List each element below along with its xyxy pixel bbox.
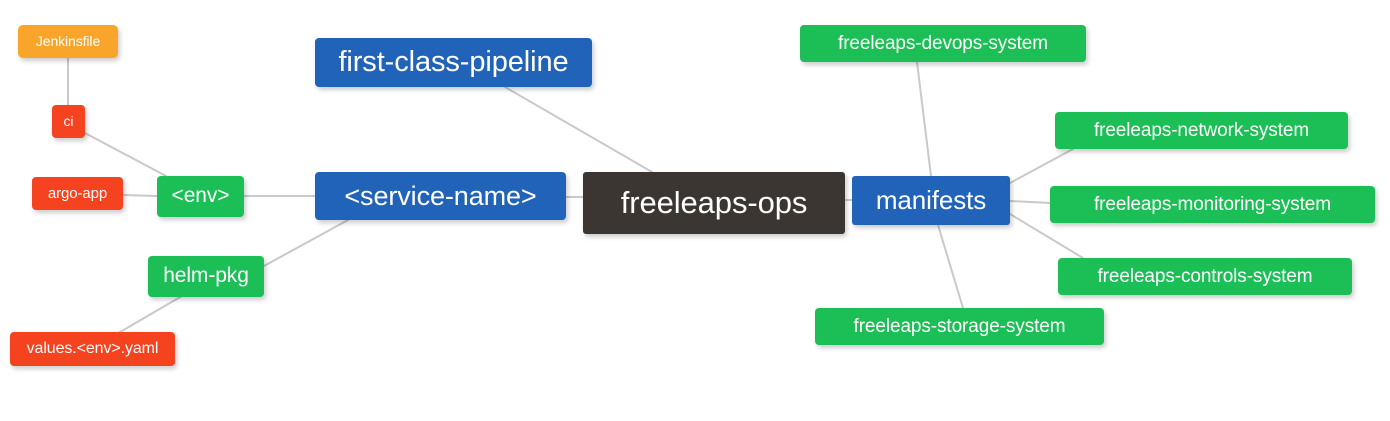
- node-values-yaml[interactable]: values.<env>.yaml: [10, 332, 175, 366]
- node-label-freeleaps-devops-system: freeleaps-devops-system: [838, 32, 1048, 54]
- node-label-jenkinsfile: Jenkinsfile: [35, 33, 101, 50]
- node-freeleaps-ops[interactable]: freeleaps-ops: [583, 172, 845, 234]
- node-argo-app[interactable]: argo-app: [32, 177, 123, 210]
- node-first-class-pipeline[interactable]: first-class-pipeline: [315, 38, 592, 87]
- node-jenkinsfile[interactable]: Jenkinsfile: [18, 25, 118, 58]
- node-env[interactable]: <env>: [157, 176, 244, 217]
- node-label-manifests: manifests: [875, 184, 987, 215]
- node-label-freeleaps-storage-system: freeleaps-storage-system: [853, 315, 1066, 337]
- node-label-values-yaml: values.<env>.yaml: [26, 339, 159, 357]
- node-ci[interactable]: ci: [52, 105, 85, 138]
- node-label-freeleaps-monitoring-system: freeleaps-monitoring-system: [1094, 193, 1331, 215]
- node-label-first-class-pipeline: first-class-pipeline: [338, 46, 569, 79]
- node-label-env: <env>: [171, 184, 230, 208]
- node-label-ci: ci: [63, 113, 74, 130]
- node-label-freeleaps-network-system: freeleaps-network-system: [1093, 119, 1310, 141]
- node-label-service-name: <service-name>: [344, 180, 537, 211]
- node-manifests[interactable]: manifests: [852, 176, 1010, 225]
- node-freeleaps-storage-system[interactable]: freeleaps-storage-system: [815, 308, 1104, 345]
- node-freeleaps-devops-system[interactable]: freeleaps-devops-system: [800, 25, 1086, 62]
- node-service-name[interactable]: <service-name>: [315, 172, 566, 220]
- node-label-helm-pkg: helm-pkg: [163, 264, 249, 288]
- node-freeleaps-monitoring-system[interactable]: freeleaps-monitoring-system: [1050, 186, 1375, 223]
- node-freeleaps-controls-system[interactable]: freeleaps-controls-system: [1058, 258, 1352, 295]
- node-label-argo-app: argo-app: [47, 184, 108, 202]
- node-helm-pkg[interactable]: helm-pkg: [148, 256, 264, 297]
- node-label-freeleaps-ops: freeleaps-ops: [620, 184, 808, 220]
- node-label-freeleaps-controls-system: freeleaps-controls-system: [1097, 265, 1313, 287]
- node-freeleaps-network-system[interactable]: freeleaps-network-system: [1055, 112, 1348, 149]
